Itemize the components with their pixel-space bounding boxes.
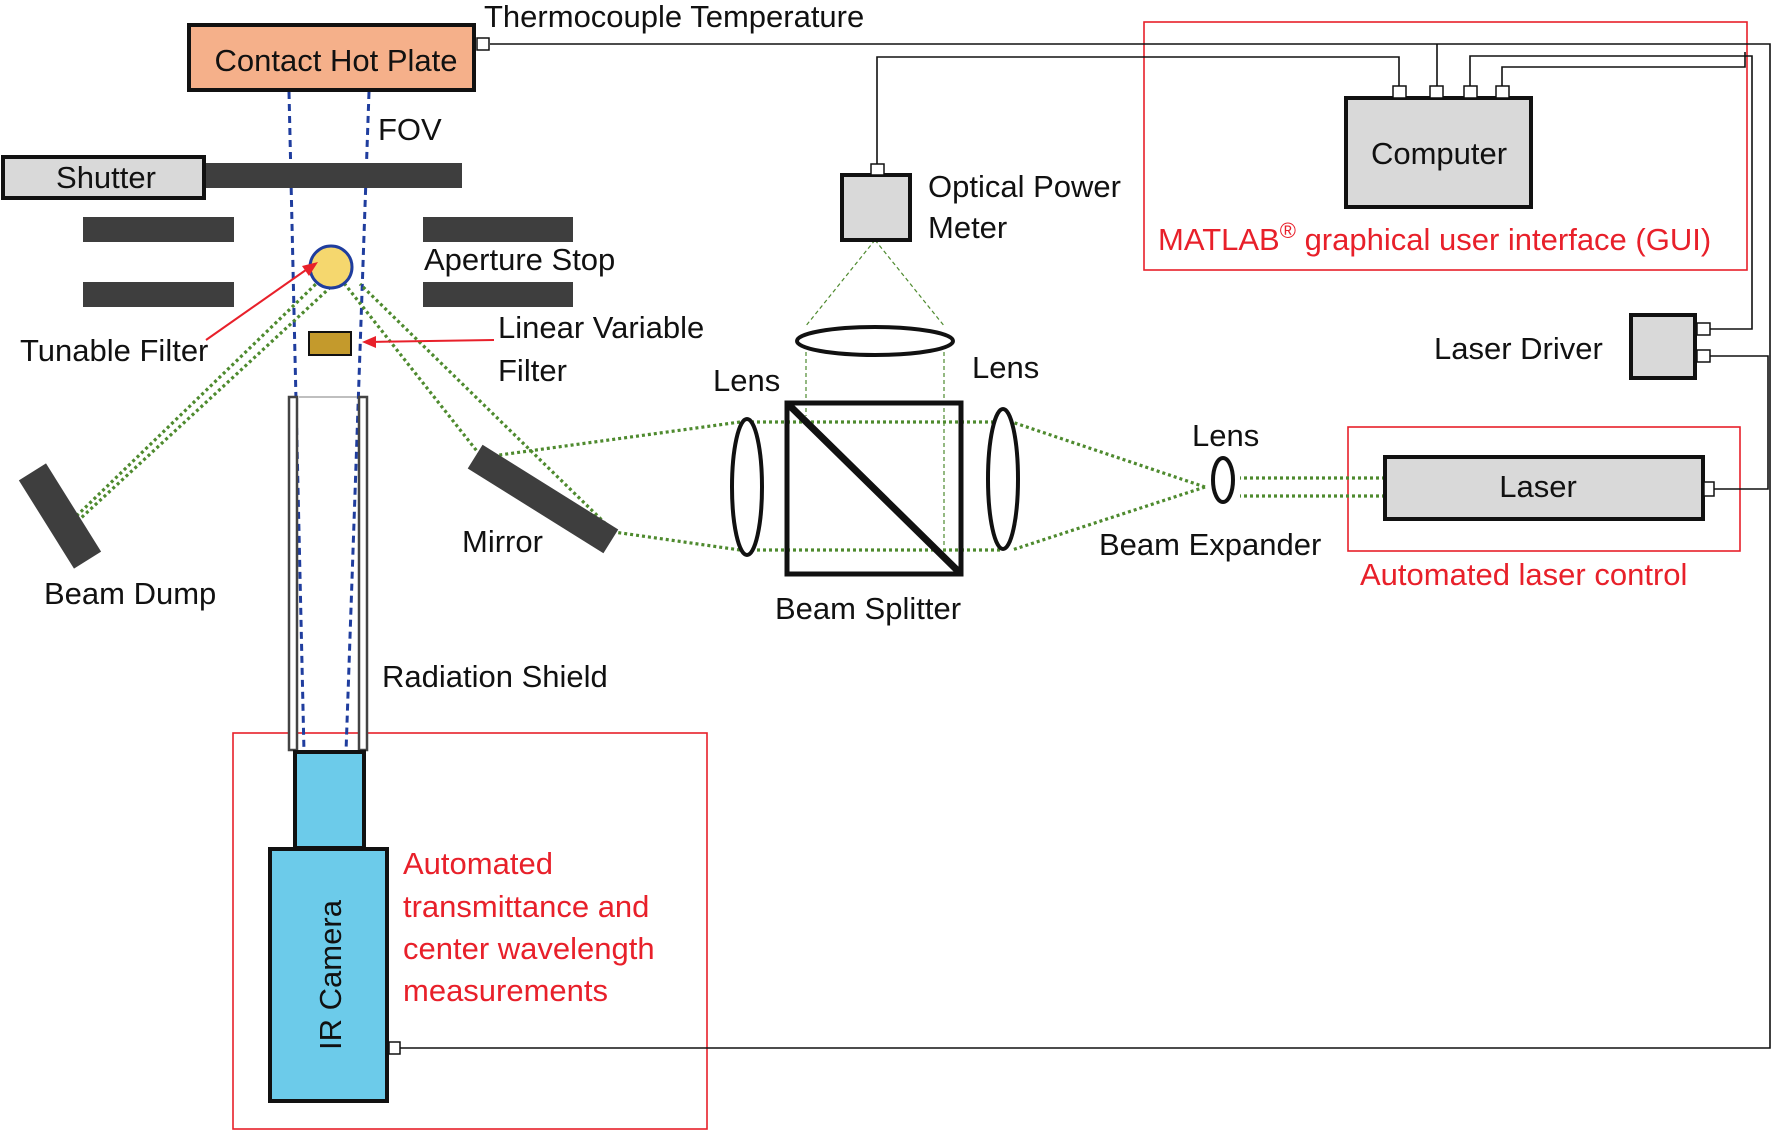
beam-power-meter-right: [874, 239, 946, 328]
beam-dump: [18, 463, 102, 569]
beam-splitter: [784, 400, 964, 577]
laser-beam-paths: [60, 239, 1385, 552]
power-meter-label-1: Optical Power: [928, 169, 1121, 204]
contact-hot-plate: [187, 23, 476, 92]
linear-filter-arrow: [367, 339, 495, 343]
computer-to-driver-wire-2: [1501, 52, 1746, 86]
camera-measure-label-2: transmittance and: [403, 889, 649, 924]
power-meter-wire: [876, 56, 1400, 164]
ir-camera-body: [268, 847, 389, 1103]
beam-to-mirror-top: [484, 420, 741, 459]
shutter-label: Shutter: [56, 160, 156, 195]
beam-dump-label: Beam Dump: [44, 576, 216, 611]
thermocouple-label: Thermocouple Temperature: [484, 0, 864, 34]
linear-filter-arrowhead: [362, 336, 376, 348]
tunable-filter-label: Tunable Filter: [20, 333, 208, 368]
laser-driver-label: Laser Driver: [1434, 331, 1603, 366]
laser-port: [1703, 481, 1715, 497]
laser-driver-port-1: [1696, 322, 1711, 336]
linear-filter-label-2: Filter: [498, 353, 567, 388]
shutter-blade: [206, 163, 462, 188]
lens-left-label: Lens: [713, 363, 780, 398]
aperture-stop-top-right: [423, 217, 573, 242]
gui-label-registered: ®: [1280, 218, 1296, 243]
fov-line-right: [344, 91, 371, 753]
gui-label-suffix: graphical user interface (GUI): [1296, 222, 1711, 257]
beam-expander-top: [1011, 420, 1206, 489]
computer-to-driver-wire: [1469, 55, 1753, 330]
beam-splitter-diagonal: [786, 402, 962, 575]
lens-left: [730, 417, 764, 557]
lens-right-label: Lens: [972, 350, 1039, 385]
tunable-filter: [308, 244, 354, 290]
tunable-filter-arrow: [205, 264, 314, 341]
driver-to-laser-wire: [1710, 355, 1769, 490]
beam-mirror-to-filter-2: [358, 282, 612, 530]
mirror: [467, 444, 619, 554]
fov-label: FOV: [378, 112, 442, 147]
beam-filter-to-dump-2: [66, 281, 337, 532]
mirror-label: Mirror: [462, 524, 543, 559]
ir-camera-lens: [293, 750, 366, 850]
tunable-filter-arrowhead: [302, 262, 318, 276]
lens-right: [986, 407, 1020, 551]
gui-label-prefix: MATLAB: [1158, 222, 1280, 257]
beam-expander-lens: [1211, 456, 1235, 504]
ir-camera-port: [388, 1041, 401, 1055]
aperture-stop-top-left: [83, 217, 234, 242]
thermocouple-wire: [400, 43, 1771, 1049]
beam-expander-label: Beam Expander: [1099, 527, 1321, 562]
camera-measure-label-1: Automated: [403, 846, 553, 881]
hot-plate-label: Contact Hot Plate: [215, 43, 458, 78]
laser-control-label: Automated laser control: [1360, 557, 1687, 592]
computer-port-2: [1429, 85, 1444, 99]
lens-small-label: Lens: [1192, 418, 1259, 453]
laser-driver: [1629, 313, 1697, 380]
laser-body: [1383, 455, 1705, 521]
aperture-stop-bottom-left: [83, 282, 234, 307]
power-meter-port: [870, 163, 885, 176]
ir-camera-label: IR Camera: [313, 899, 348, 1050]
aperture-stop-label: Aperture Stop: [424, 242, 615, 277]
linear-filter-label-1: Linear Variable: [498, 310, 704, 345]
power-meter-lens: [795, 325, 955, 357]
computer-port-4: [1495, 85, 1510, 99]
linear-variable-filter: [308, 331, 352, 356]
beam-expander-bottom: [1011, 485, 1206, 552]
camera-measure-label-3: center wavelength: [403, 931, 655, 966]
computer-port-3: [1463, 85, 1478, 99]
thermocouple-port: [476, 37, 490, 51]
radiation-shield-label: Radiation Shield: [382, 659, 608, 694]
laser-driver-port-2: [1696, 349, 1711, 363]
beam-mirror-to-filter-1: [338, 277, 482, 456]
camera-measure-label-4: measurements: [403, 973, 608, 1008]
power-meter-label-2: Meter: [928, 210, 1007, 245]
computer-label: Computer: [1371, 136, 1507, 171]
gui-group-outline: [1143, 21, 1748, 271]
optical-power-meter: [840, 173, 912, 242]
aperture-stop-bottom-right: [423, 282, 573, 307]
beam-splitter-label: Beam Splitter: [775, 591, 961, 626]
shutter-body: [1, 155, 206, 200]
beam-power-meter-left: [804, 239, 876, 328]
camera-measure-group-outline: [232, 732, 708, 1130]
computer-port-1: [1392, 85, 1407, 99]
beam-filter-to-dump-1: [60, 278, 322, 532]
gui-group-label: MATLAB® graphical user interface (GUI): [1158, 218, 1711, 257]
beam-to-mirror-bottom: [599, 528, 741, 552]
laser-label: Laser: [1499, 469, 1577, 504]
